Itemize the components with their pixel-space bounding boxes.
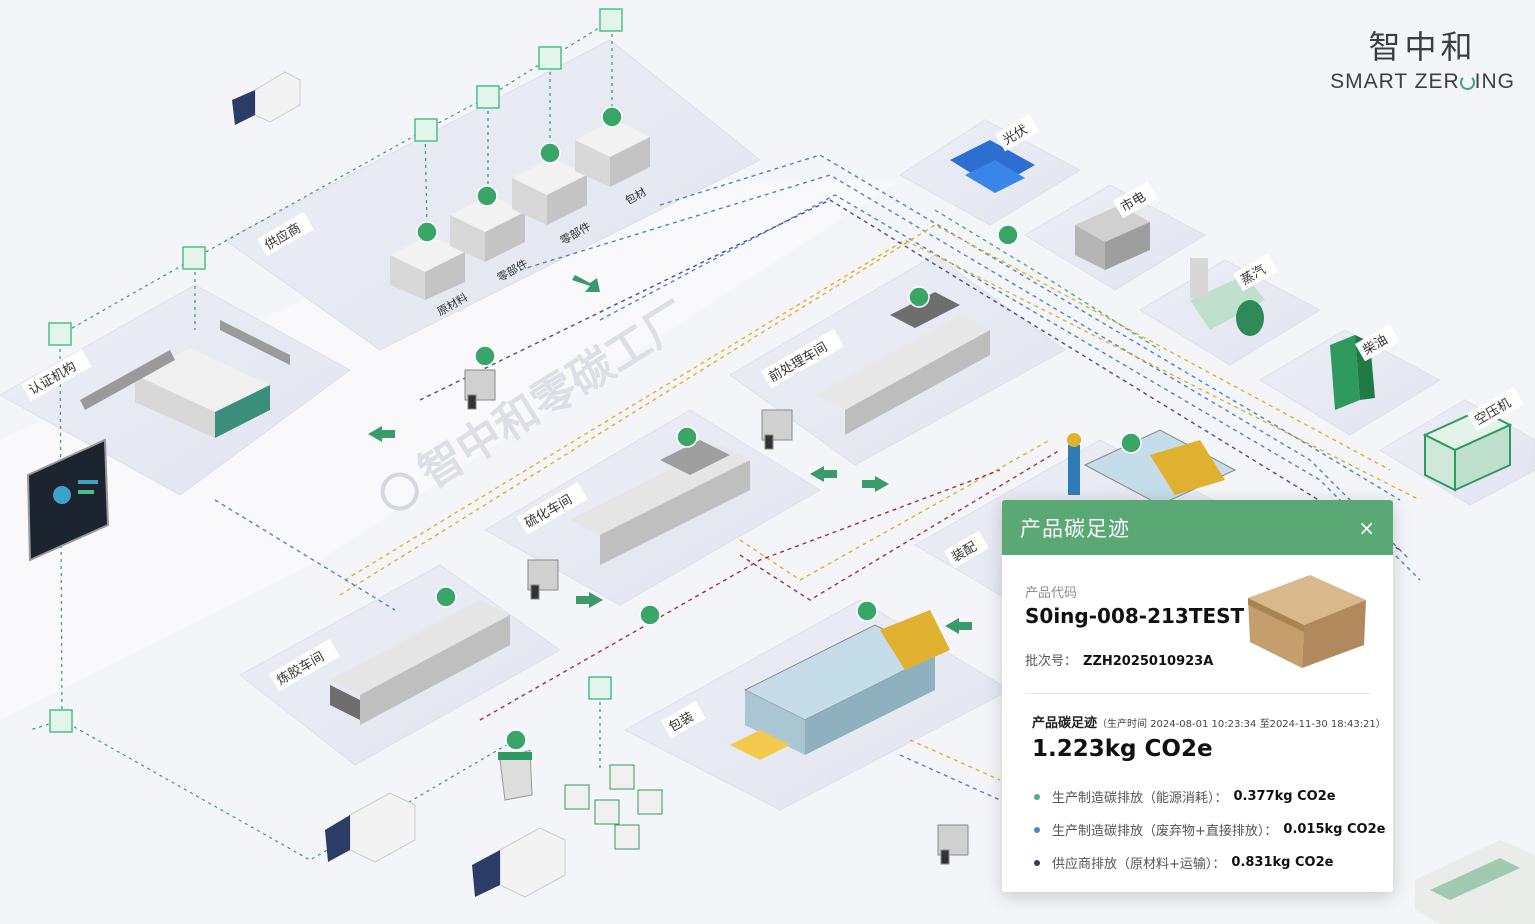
location-pin-icon <box>997 224 1019 246</box>
production-time: （生产时间 2024-08-01 10:23:34 至2024-11-30 18… <box>1097 719 1386 730</box>
product-code-label: 产品代码 <box>1025 586 1078 601</box>
footprint-title: 产品碳足迹（生产时间 2024-08-01 10:23:34 至2024-11-… <box>1032 716 1386 731</box>
emission-items: 生产制造碳排放（能源消耗）：0.377kg CO2e 生产制造碳排放（废弃物+直… <box>1034 780 1393 879</box>
emission-item-supplier: 供应商排放（原材料+运输）：0.831kg CO2e <box>1034 846 1393 879</box>
rubber-mixing-machines <box>330 600 510 725</box>
forklift-icon <box>464 369 496 410</box>
location-pin-icon <box>416 221 438 243</box>
close-button[interactable]: × <box>1358 515 1375 540</box>
dot-icon <box>1034 826 1040 833</box>
footprint-total: 1.223kg CO2e <box>1032 736 1213 762</box>
dot-icon <box>1034 859 1040 866</box>
truck-icon <box>232 71 301 125</box>
batch-number: ZZH2025010923A <box>1083 654 1214 669</box>
logo-cn: 智中和 <box>1368 28 1477 66</box>
divider <box>1025 693 1371 694</box>
panel-title: 产品碳足迹 <box>1020 516 1130 541</box>
warehouse-building <box>1415 840 1535 924</box>
vulcanization-machines <box>570 440 750 565</box>
packing-line <box>730 610 950 760</box>
certification-building <box>80 320 290 438</box>
location-pin-icon <box>1120 432 1142 454</box>
transformer-icon <box>1075 205 1150 270</box>
supplier-buildings <box>390 120 650 300</box>
panel-header: 产品碳足迹 × <box>1002 500 1393 555</box>
location-pin-icon <box>639 604 661 626</box>
truck-icon <box>472 827 566 898</box>
emission-item-waste: 生产制造碳排放（废弃物+直接排放）：0.015kg CO2e <box>1034 813 1393 846</box>
location-pin-icon <box>856 600 878 622</box>
dashboard-screen <box>26 438 110 562</box>
forklift-icon <box>761 409 793 450</box>
emission-item-energy: 生产制造碳排放（能源消耗）：0.377kg CO2e <box>1034 780 1393 813</box>
location-pin-icon <box>435 586 457 608</box>
location-pin-icon <box>539 142 561 164</box>
pretreatment-machines <box>815 292 990 435</box>
location-pin-icon <box>676 426 698 448</box>
location-pin-icon <box>476 185 498 207</box>
location-pin-icon <box>505 729 527 751</box>
solar-panel-icon <box>950 140 1035 193</box>
batch-row: 批次号：ZZH2025010923A <box>1025 654 1214 669</box>
location-pin-icon <box>908 286 930 308</box>
product-box-image <box>1248 575 1366 668</box>
logo-o-icon <box>1459 75 1475 90</box>
boxes-icon <box>564 764 663 850</box>
forklift-icon <box>937 824 969 865</box>
truck-icon <box>325 792 416 863</box>
forklift-icon <box>527 559 559 600</box>
product-code: S0ing-008-213TEST <box>1025 604 1245 628</box>
recycle-bin-icon <box>498 749 533 801</box>
dot-icon <box>1034 793 1040 800</box>
location-pin-icon <box>601 106 623 128</box>
carbon-footprint-panel: 产品碳足迹 × 产品代码 S0ing-008-213TEST 批次号：ZZH20… <box>1002 500 1393 892</box>
location-pin-icon <box>474 345 496 367</box>
